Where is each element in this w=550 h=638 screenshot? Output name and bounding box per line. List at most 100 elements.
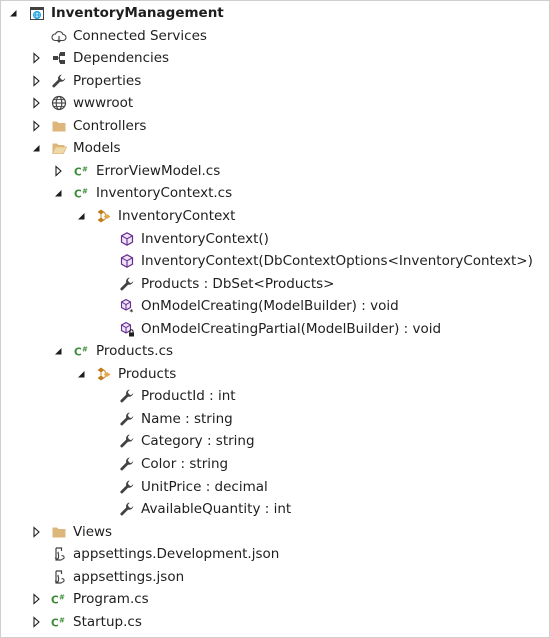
wrench-icon: [119, 501, 135, 517]
class-icon: [96, 366, 112, 382]
json-file-icon: [51, 569, 67, 585]
tree-item-label: InventoryContext.cs: [96, 185, 233, 202]
tree-item-label: Name : string: [141, 410, 233, 427]
expanded-triangle-icon[interactable]: [51, 186, 65, 200]
tree-item[interactable]: ProductId : int: [1, 385, 549, 407]
tree-item-label: InventoryContext: [118, 208, 236, 224]
tree-item-label: Views: [73, 523, 113, 540]
tree-item[interactable]: Models: [1, 137, 549, 159]
json-file-icon: [51, 546, 67, 562]
tree-item[interactable]: Connected Services: [1, 25, 549, 47]
tree-item[interactable]: Color : string: [1, 453, 549, 475]
tree-item[interactable]: InventoryManagement: [1, 2, 549, 24]
tree-item-label: ProductId : int: [141, 388, 236, 405]
tree-item[interactable]: appsettings.json: [1, 566, 549, 588]
tree-item[interactable]: Controllers: [1, 115, 549, 137]
tree-item-label: wwwroot: [73, 95, 134, 112]
tree-item[interactable]: Views: [1, 521, 549, 543]
tree-item-label: Color : string: [141, 456, 229, 472]
tree-item-label: Products.cs: [96, 343, 174, 360]
tree-item-label: Startup.cs: [73, 613, 142, 630]
connected-services-icon: [51, 28, 67, 44]
tree-item[interactable]: Category : string: [1, 430, 549, 452]
expanded-triangle-icon[interactable]: [29, 141, 43, 155]
tree-item[interactable]: Dependencies: [1, 47, 549, 69]
method-icon: [119, 231, 135, 247]
tree-item[interactable]: Name : string: [1, 408, 549, 430]
wrench-icon: [119, 411, 135, 427]
tree-item[interactable]: AvailableQuantity : int: [1, 498, 549, 520]
folder-icon: [51, 118, 67, 134]
tree-item-label: InventoryContext(): [141, 230, 269, 247]
tree-item[interactable]: appsettings.Development.json: [1, 543, 549, 565]
tree-item-label: appsettings.json: [73, 568, 185, 585]
class-icon: [96, 208, 112, 224]
wrench-icon: [51, 73, 67, 89]
wrench-icon: [119, 456, 135, 472]
csharp-file-icon: C #: [74, 343, 90, 359]
collapsed-triangle-icon[interactable]: [29, 592, 43, 606]
folder-icon: [51, 524, 67, 540]
tree-item-label: ErrorViewModel.cs: [96, 162, 221, 179]
tree-item-label: Controllers: [73, 117, 147, 134]
tree-item[interactable]: Products : DbSet<Products>: [1, 273, 549, 295]
svg-text:*: *: [130, 308, 134, 314]
collapsed-triangle-icon[interactable]: [29, 525, 43, 539]
protected-method-icon: *: [119, 298, 135, 314]
wrench-icon: [119, 276, 135, 292]
svg-text:#: #: [82, 188, 88, 196]
tree-item[interactable]: C # Startup.cs: [1, 611, 549, 633]
tree-item-label: OnModelCreating(ModelBuilder) : void: [141, 298, 399, 315]
expanded-triangle-icon[interactable]: [51, 344, 65, 358]
tree-item-label: UnitPrice : decimal: [141, 478, 268, 495]
tree-item[interactable]: InventoryContext(DbContextOptions<Invent…: [1, 250, 549, 272]
collapsed-triangle-icon[interactable]: [29, 615, 43, 629]
tree-item-label: appsettings.Development.json: [73, 546, 280, 563]
collapsed-triangle-icon[interactable]: [29, 74, 43, 88]
csharp-file-icon: C #: [74, 185, 90, 201]
tree-item-label: Products : DbSet<Products>: [141, 275, 335, 292]
tree-item-label: OnModelCreatingPartial(ModelBuilder) : v…: [141, 320, 442, 337]
csharp-file-icon: C #: [74, 163, 90, 179]
tree-item[interactable]: C # InventoryContext.cs: [1, 182, 549, 204]
svg-text:#: #: [59, 616, 65, 624]
private-method-icon: [119, 321, 135, 337]
svg-text:#: #: [82, 165, 88, 173]
collapsed-triangle-icon[interactable]: [29, 119, 43, 133]
svg-text:C: C: [74, 347, 82, 359]
tree-item[interactable]: Properties: [1, 70, 549, 92]
svg-text:C: C: [51, 595, 59, 607]
expanded-triangle-icon[interactable]: [6, 6, 20, 20]
tree-item[interactable]: InventoryContext: [1, 205, 549, 227]
tree-item-label: AvailableQuantity : int: [141, 501, 292, 518]
tree-item[interactable]: InventoryContext(): [1, 228, 549, 250]
svg-text:C: C: [51, 617, 59, 629]
wrench-icon: [119, 479, 135, 495]
web-project-icon: [29, 5, 45, 21]
wrench-icon: [119, 388, 135, 404]
tree-item[interactable]: C # Program.cs: [1, 588, 549, 610]
expanded-triangle-icon[interactable]: [74, 367, 88, 381]
dependencies-icon: [51, 50, 67, 66]
tree-item[interactable]: Products: [1, 363, 549, 385]
tree-item[interactable]: * OnModelCreating(ModelBuilder) : void: [1, 295, 549, 317]
tree-item[interactable]: C # ErrorViewModel.cs: [1, 160, 549, 182]
collapsed-triangle-icon[interactable]: [29, 96, 43, 110]
tree-item[interactable]: C # Products.cs: [1, 340, 549, 362]
collapsed-triangle-icon[interactable]: [29, 51, 43, 65]
tree-item[interactable]: wwwroot: [1, 92, 549, 114]
tree-item-label: Category : string: [141, 433, 255, 450]
tree-item-label: Program.cs: [73, 591, 149, 608]
expanded-triangle-icon[interactable]: [74, 209, 88, 223]
tree-item-label: Properties: [73, 72, 142, 89]
csharp-file-icon: C #: [51, 614, 67, 630]
globe-icon: [51, 95, 67, 111]
svg-text:C: C: [74, 189, 82, 201]
collapsed-triangle-icon[interactable]: [51, 164, 65, 178]
tree-item[interactable]: UnitPrice : decimal: [1, 476, 549, 498]
folder-open-icon: [51, 140, 67, 156]
csharp-file-icon: C #: [51, 591, 67, 607]
tree-item[interactable]: OnModelCreatingPartial(ModelBuilder) : v…: [1, 318, 549, 340]
tree-item-label: Models: [73, 140, 121, 157]
